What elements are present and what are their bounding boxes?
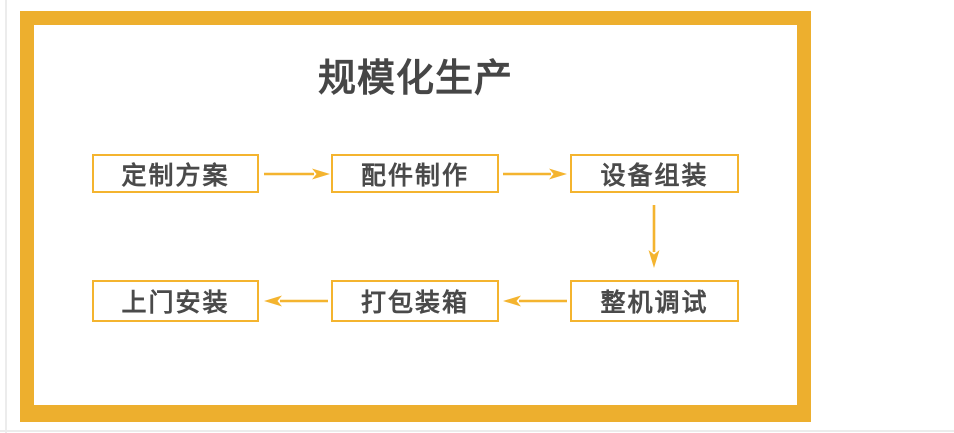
arrow-left-icon — [503, 295, 567, 307]
diagram-title: 规模化生产 — [317, 58, 513, 100]
page-edge-left-line — [5, 0, 7, 433]
arrow-left-icon — [264, 295, 328, 307]
flow-step-machine-debugging: 整机调试 — [570, 280, 739, 322]
arrow-right-icon — [503, 168, 567, 180]
flow-step-custom-plan: 定制方案 — [92, 154, 259, 193]
flow-step-packing: 打包装箱 — [331, 280, 499, 322]
page-edge-bottom-line — [0, 430, 954, 432]
arrow-right-icon — [264, 168, 330, 180]
flow-step-onsite-installation: 上门安装 — [92, 280, 259, 322]
diagram-frame — [20, 11, 811, 422]
flow-step-parts-making: 配件制作 — [331, 154, 499, 193]
arrow-down-icon — [648, 205, 660, 268]
flow-step-equipment-assembly: 设备组装 — [570, 154, 739, 193]
